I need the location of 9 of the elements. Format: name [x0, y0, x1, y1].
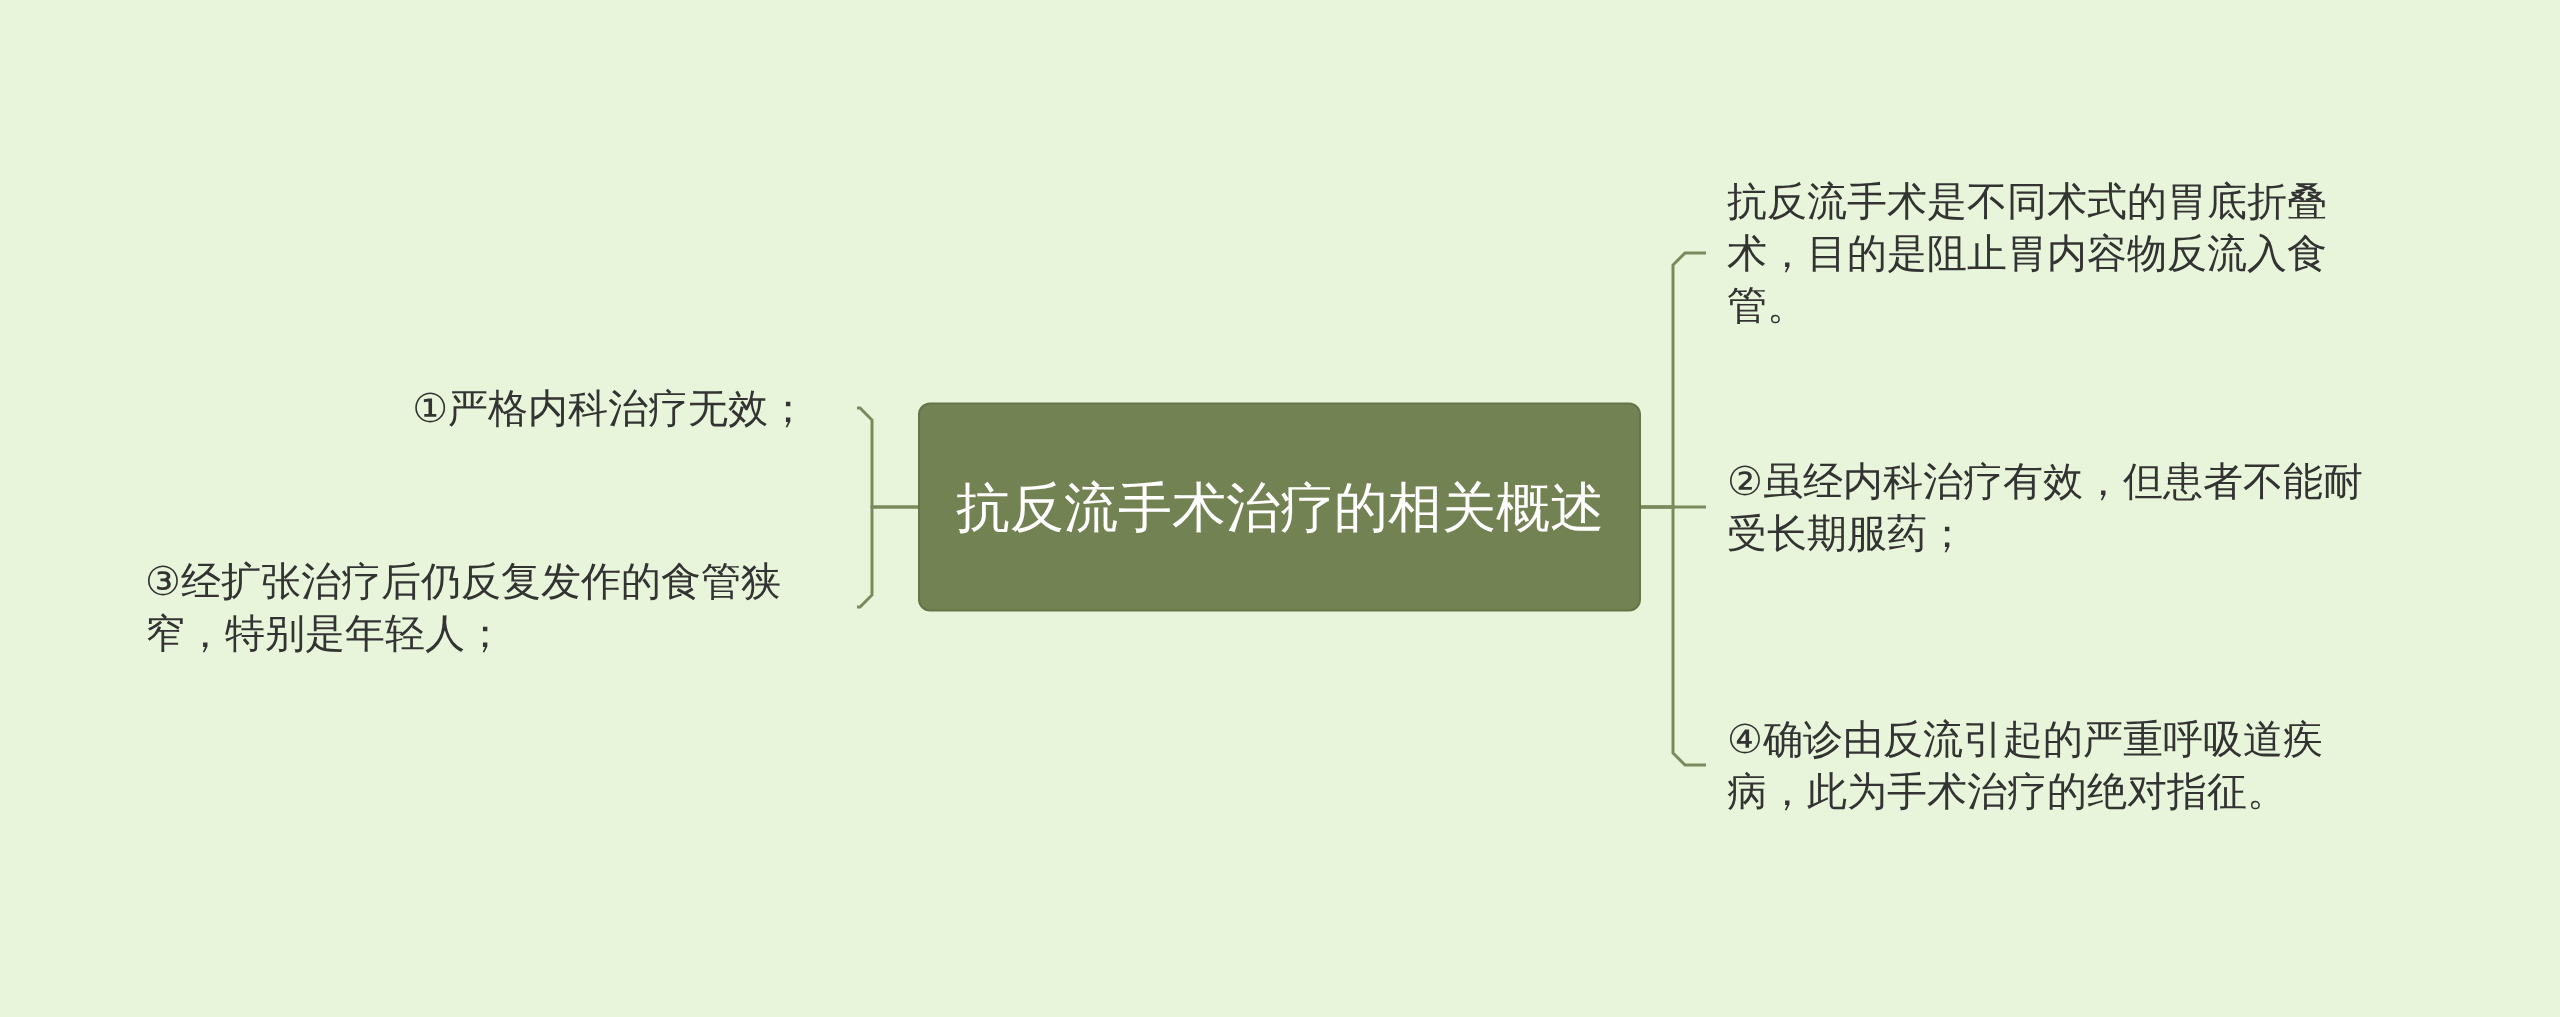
branch-text: ①严格内科治疗无效； [411, 384, 808, 433]
topic-box [918, 402, 1641, 612]
topic-text: 抗反流手术治疗的相关概述 [955, 474, 1604, 540]
branch-text: ③经扩张治疗后仍反复发作的食管狭窄，特别是年轻人； [145, 557, 782, 658]
branch-text: ④确诊由反流引起的严重呼吸道疾病，此为手术治疗的绝对指征。 [1727, 715, 2324, 816]
branch-text: ②虽经内科治疗有效，但患者不能耐受长期服药； [1727, 457, 2364, 558]
connector-line [857, 505, 918, 609]
connector-line [1641, 505, 1706, 767]
branch-text: 抗反流手术是不同术式的胃底折叠术，目的是阻止胃内容物反流入食管。 [1727, 177, 2328, 330]
